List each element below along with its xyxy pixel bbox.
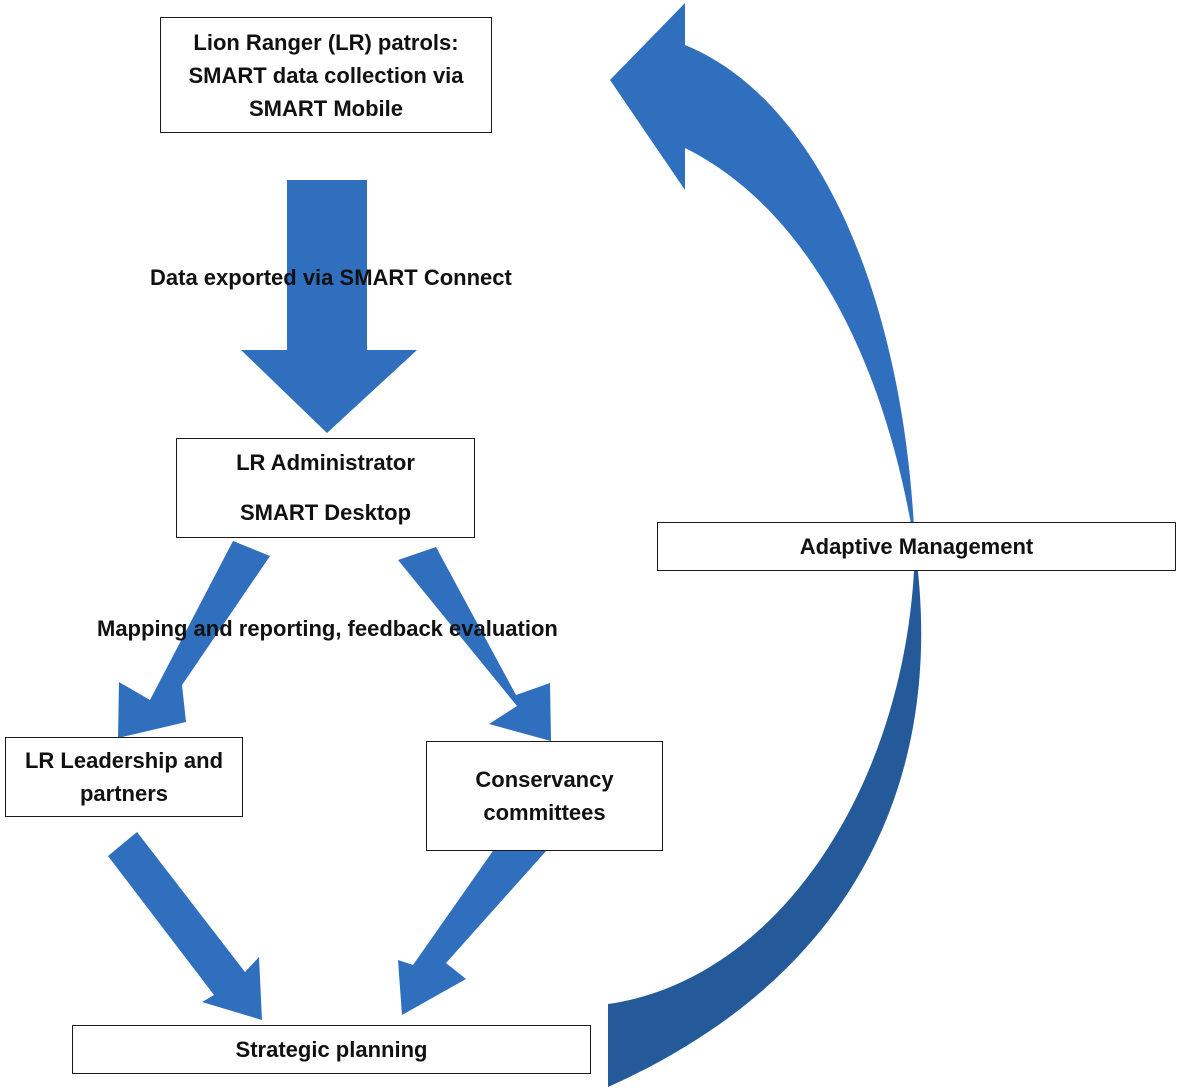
patrols-line-3: SMART Mobile: [249, 95, 403, 121]
committees-line-1: Conservancy: [475, 767, 614, 792]
committees-to-strategic-arrow: [398, 828, 547, 1015]
leadership-to-strategic-arrow: [108, 832, 262, 1020]
admin-to-leadership-arrow: [118, 541, 270, 738]
strategic-box: Strategic planning: [72, 1025, 591, 1074]
feedback-arrow-upper: [610, 3, 915, 547]
patrols-line-2: SMART data collection via: [188, 62, 464, 88]
patrols-box: Lion Ranger (LR) patrols: SMART data col…: [160, 17, 492, 133]
committees-box: Conservancy committees: [426, 741, 663, 851]
export-label: Data exported via SMART Connect: [150, 265, 512, 290]
adaptive-line-1: Adaptive Management: [799, 534, 1034, 559]
admin-to-committees-arrow: [398, 547, 551, 741]
committees-line-2: committees: [483, 800, 606, 825]
administrator-line-2: SMART Desktop: [239, 500, 412, 525]
leadership-box: LR Leadership and partners: [5, 737, 243, 817]
administrator-line-1: LR Administrator: [236, 450, 415, 475]
feedback-arrow-lower: [608, 547, 922, 1087]
patrols-line-1: Lion Ranger (LR) patrols:: [193, 29, 459, 55]
administrator-box: LR Administrator SMART Desktop: [176, 438, 475, 538]
mapping-label: Mapping and reporting, feedback evaluati…: [97, 616, 558, 641]
export-arrow: [241, 180, 417, 433]
adaptive-box: Adaptive Management: [657, 522, 1176, 571]
strategic-line-1: Strategic planning: [235, 1037, 428, 1062]
leadership-line-2: partners: [79, 781, 169, 806]
leadership-line-1: LR Leadership and: [24, 748, 224, 773]
